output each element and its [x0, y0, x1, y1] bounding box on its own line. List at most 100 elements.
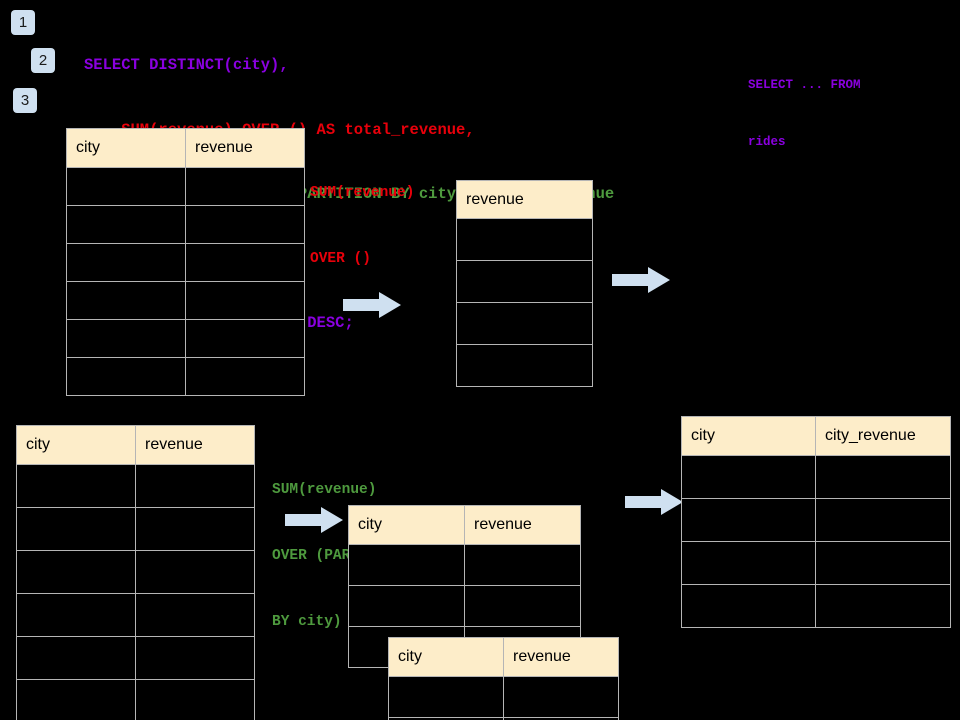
annotation-total-revenue-line-2: OVER () [310, 251, 371, 267]
table-row [348, 544, 581, 586]
table-row [681, 455, 951, 499]
cell-city [348, 544, 465, 586]
table-row [681, 584, 951, 628]
cell-city [681, 498, 816, 542]
table-row [456, 218, 593, 261]
table-row [16, 679, 255, 720]
table-row [66, 281, 305, 320]
cell-revenue [503, 717, 619, 720]
cell-revenue [185, 281, 305, 320]
table-header-row: city revenue [388, 637, 619, 677]
annotation-city-revenue-line-3: BY city) [272, 614, 342, 630]
column-header-revenue: revenue [456, 180, 593, 219]
table-row [16, 507, 255, 551]
cell-city-revenue [815, 455, 951, 499]
sql-line-select: SELECT DISTINCT(city), [84, 56, 289, 74]
column-header-city: city [348, 505, 465, 545]
table-row [66, 205, 305, 244]
table-row [66, 319, 305, 358]
cell-revenue [185, 167, 305, 206]
table-row [388, 717, 619, 720]
cell-city-revenue [815, 584, 951, 628]
cell-revenue [456, 344, 593, 387]
table-row [16, 550, 255, 594]
arrow-partition-to-result [625, 487, 683, 517]
table-row [388, 676, 619, 718]
cell-city [16, 507, 136, 551]
cell-city [16, 550, 136, 594]
cell-city [681, 455, 816, 499]
annotation-total-revenue: SUM(revenue) OVER () [310, 138, 414, 314]
step-badge-1: 1 [11, 10, 35, 35]
annotation-city-revenue-line-1: SUM(revenue) [272, 482, 377, 498]
cell-revenue [464, 585, 581, 627]
cell-revenue [185, 319, 305, 358]
side-note-line-2: rides [748, 135, 786, 149]
cell-revenue [464, 544, 581, 586]
column-header-revenue: revenue [185, 128, 305, 168]
arrow-total-revenue-to-result [612, 265, 670, 295]
cell-city [348, 585, 465, 627]
table-header-row: city city_revenue [681, 416, 951, 456]
annotation-total-revenue-line-1: SUM(revenue) [310, 185, 415, 201]
table-header-row: city revenue [348, 505, 581, 545]
cell-city [16, 679, 136, 720]
cell-city-revenue [815, 498, 951, 542]
table-header-row: city revenue [16, 425, 255, 465]
cell-city [681, 541, 816, 585]
table-row [16, 636, 255, 680]
cell-revenue [185, 357, 305, 396]
column-header-city: city [16, 425, 136, 465]
cell-revenue [135, 636, 255, 680]
column-header-revenue: revenue [464, 505, 581, 545]
cell-city [681, 584, 816, 628]
side-note-select-from: SELECT ... FROM rides [748, 38, 861, 190]
arrow-source-to-total-revenue [343, 290, 401, 320]
table-row [681, 498, 951, 542]
cell-city-revenue [815, 541, 951, 585]
column-header-city: city [66, 128, 186, 168]
table-header-row: city revenue [66, 128, 305, 168]
table-header-row: revenue [456, 180, 593, 219]
table-row [456, 260, 593, 303]
table-rides-source-top: city revenue [66, 128, 305, 396]
arrow-source-to-partition [285, 505, 343, 535]
cell-city [16, 464, 136, 508]
table-row [16, 593, 255, 637]
cell-city [66, 205, 186, 244]
table-total-revenue: revenue [456, 180, 593, 387]
cell-city [66, 319, 186, 358]
cell-city [66, 167, 186, 206]
cell-revenue [135, 464, 255, 508]
table-row [16, 464, 255, 508]
cell-revenue [135, 593, 255, 637]
cell-revenue [135, 679, 255, 720]
cell-city [388, 676, 504, 718]
column-header-city-revenue: city_revenue [815, 416, 951, 456]
table-row [456, 302, 593, 345]
cell-revenue [456, 260, 593, 303]
cell-city [16, 593, 136, 637]
cell-city [66, 243, 186, 282]
column-header-city: city [388, 637, 504, 677]
table-final-result: city city_revenue [681, 416, 951, 628]
table-row [66, 243, 305, 282]
table-row [681, 541, 951, 585]
cell-revenue [456, 218, 593, 261]
step-badge-2: 2 [31, 48, 55, 73]
cell-revenue [503, 676, 619, 718]
table-row [348, 585, 581, 627]
table-row [456, 344, 593, 387]
table-row [66, 167, 305, 206]
step-badge-3: 3 [13, 88, 37, 113]
table-partition-group-front: city revenue [388, 637, 619, 720]
cell-revenue [135, 507, 255, 551]
cell-revenue [135, 550, 255, 594]
table-row [66, 357, 305, 396]
cell-revenue [456, 302, 593, 345]
column-header-revenue: revenue [135, 425, 255, 465]
cell-revenue [185, 243, 305, 282]
cell-city [66, 357, 186, 396]
column-header-revenue: revenue [503, 637, 619, 677]
